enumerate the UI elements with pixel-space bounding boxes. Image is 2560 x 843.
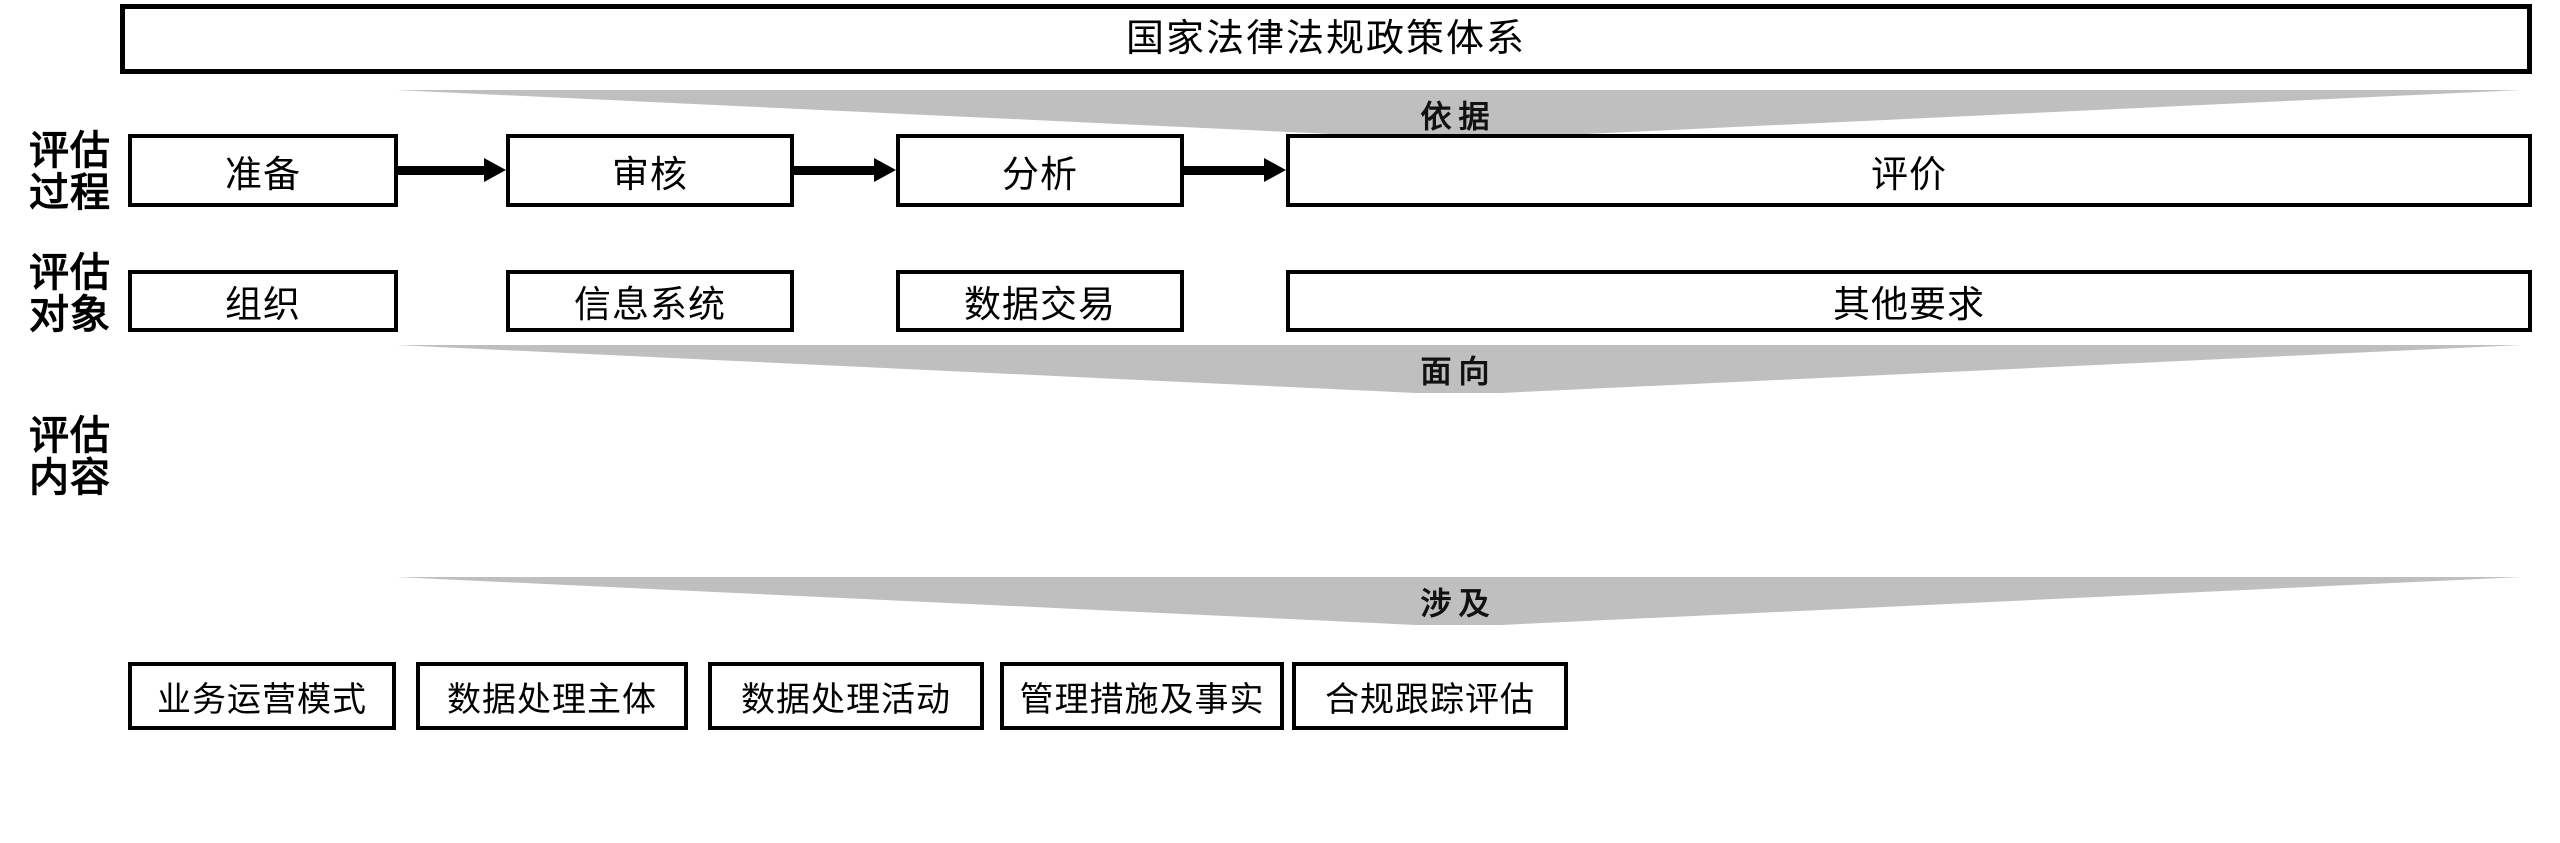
- national-policy-banner: 国家法律法规政策体系: [120, 4, 2532, 74]
- arrow-right-icon-2: [794, 158, 896, 182]
- band-involve-caption: 涉及: [1420, 586, 1497, 622]
- process-node-evaluate[interactable]: 评价: [1286, 134, 2532, 207]
- row-label-object: 评估 对象: [18, 252, 122, 336]
- row-label-object-line1: 评估: [29, 251, 111, 295]
- arrow-head: [1264, 158, 1286, 182]
- row-label-object-line2: 对象: [29, 293, 111, 337]
- object-node-other-requirements[interactable]: 其他要求: [1286, 270, 2532, 332]
- band-basis: 依据: [396, 90, 2521, 138]
- object-node-organization[interactable]: 组织: [128, 270, 398, 332]
- arrow-right-icon-3: [1184, 158, 1286, 182]
- band-facing-caption: 面向: [1420, 354, 1497, 390]
- arrow-stem: [794, 166, 876, 175]
- band-involve: 涉及: [396, 577, 2521, 625]
- content-node-data-processing-activity[interactable]: 数据处理活动: [708, 662, 984, 730]
- object-node-data-transaction[interactable]: 数据交易: [896, 270, 1184, 332]
- row-label-process: 评估 过程: [18, 130, 122, 214]
- row-label-content-line1: 评估: [29, 414, 111, 458]
- content-node-management-measures-and-facts[interactable]: 管理措施及事实: [1000, 662, 1284, 730]
- row-label-content: 评估 内容: [18, 415, 122, 499]
- process-node-prepare[interactable]: 准备: [128, 134, 398, 207]
- arrow-stem: [398, 166, 486, 175]
- row-label-content-line2: 内容: [29, 456, 111, 500]
- content-node-business-operation-model[interactable]: 业务运营模式: [128, 662, 396, 730]
- national-policy-banner-label: 国家法律法规政策体系: [1125, 18, 1526, 60]
- content-node-data-processing-entity[interactable]: 数据处理主体: [416, 662, 688, 730]
- object-node-information-system[interactable]: 信息系统: [506, 270, 794, 332]
- process-node-review[interactable]: 审核: [506, 134, 794, 207]
- row-label-process-line2: 过程: [29, 171, 111, 215]
- row-label-process-line1: 评估: [29, 129, 111, 173]
- arrow-stem: [1184, 166, 1266, 175]
- arrow-head: [874, 158, 896, 182]
- arrow-head: [484, 158, 506, 182]
- process-node-analysis[interactable]: 分析: [896, 134, 1184, 207]
- content-node-compliance-tracking-evaluation[interactable]: 合规跟踪评估: [1292, 662, 1568, 730]
- band-facing: 面向: [396, 345, 2521, 393]
- arrow-right-icon-1: [398, 158, 506, 182]
- band-basis-caption: 依据: [1420, 99, 1497, 135]
